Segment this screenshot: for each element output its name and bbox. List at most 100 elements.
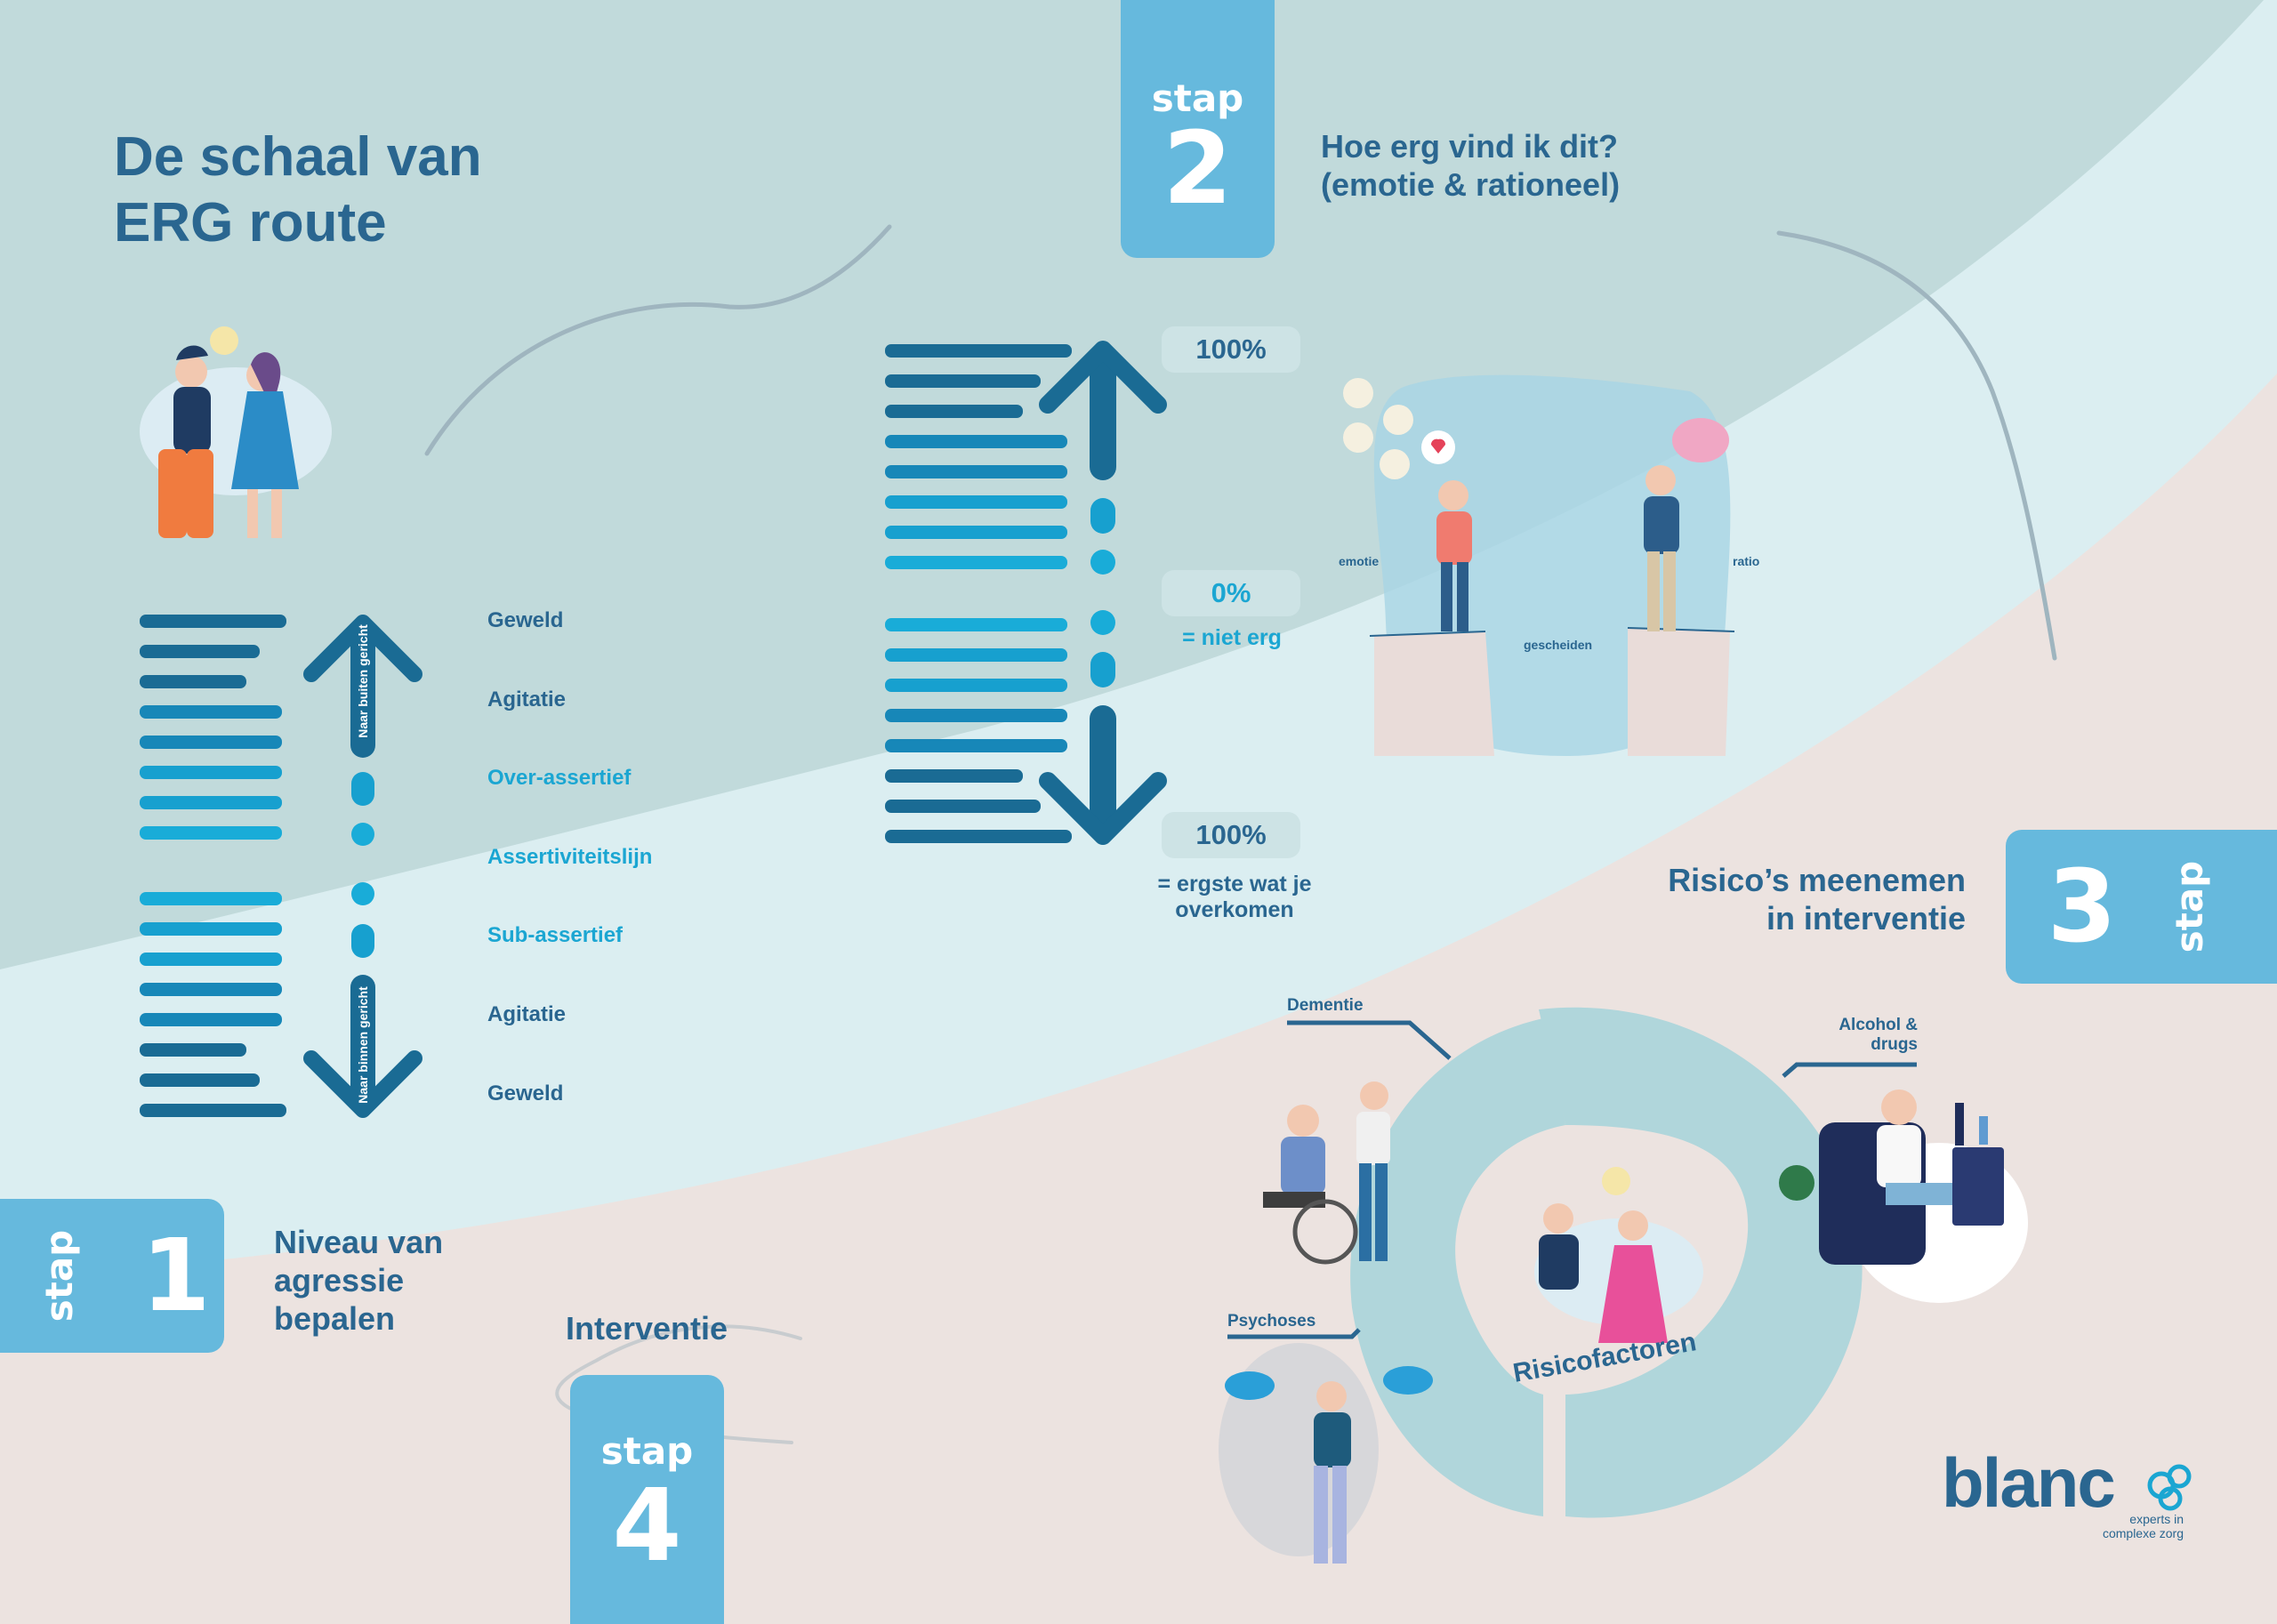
scale-bar [885, 526, 1067, 539]
stap3-box: 3 stap [2006, 830, 2277, 984]
scale2-bottom-note-line: overkomen [1175, 897, 1294, 922]
decor-scribble [424, 224, 892, 456]
logo-wordmark: blanc [1942, 1443, 2116, 1522]
stap1-caption: Niveau van agressie bepalen [274, 1223, 443, 1338]
scale-bar [885, 830, 1072, 843]
risk-factor-alcohol: Alcohol & drugs [1832, 1016, 1918, 1055]
scale2-bars [885, 344, 1072, 843]
stap3-word: stap [2167, 860, 2211, 953]
logo-flower-icon [2147, 1464, 2192, 1511]
scale-bar [140, 892, 282, 905]
scale2-middle-pill: 0% [1162, 570, 1300, 616]
scale1-label: Over-assertief [487, 766, 632, 790]
scale2-bottom-pill: 100% [1162, 812, 1300, 858]
scale2-arrow-up [1039, 341, 1167, 480]
stap1-caption-line: bepalen [274, 1300, 396, 1337]
scale2-arrow-down [1039, 705, 1167, 845]
stap3-caption: Risico’s meenemen in interventie [1574, 861, 1966, 937]
scale2-bottom-note-line: = ergste wat je [1157, 872, 1312, 896]
scale2-top-pill: 100% [1162, 326, 1300, 373]
scale-bar [885, 374, 1041, 388]
scale1-label: Agitatie [487, 687, 567, 712]
scale-bar [885, 648, 1067, 662]
scale-bar [885, 679, 1067, 692]
stap2-caption: Hoe erg vind ik dit? (emotie & rationeel… [1321, 127, 1620, 204]
scale1-arrow-down [303, 975, 422, 1118]
scale-bar [140, 1013, 282, 1026]
stap2-caption-line: (emotie & rationeel) [1321, 166, 1621, 203]
stap3-caption-line: Risico’s meenemen [1668, 862, 1966, 898]
scale-bar [140, 736, 282, 749]
arrow-up-text: Naar buiten gericht [356, 624, 370, 738]
leader-line [1227, 1328, 1361, 1339]
scale2-bottom-note: = ergste wat je overkomen [1128, 872, 1341, 923]
scale2-dot [1090, 550, 1115, 575]
scale2-middle-note: = niet erg [1182, 625, 1282, 650]
scale-bar [140, 1043, 246, 1057]
scale-bar [140, 1073, 260, 1087]
leader-line [1782, 1062, 1917, 1078]
scale1-dot [351, 772, 374, 806]
scale-bar [885, 556, 1067, 569]
scale-bar [885, 405, 1023, 418]
scale2-dot [1090, 652, 1115, 687]
title-line2: ERG route [114, 192, 387, 253]
scale-bar [140, 983, 282, 996]
psychoses-illustration [1219, 1343, 1433, 1564]
risk-center-illustration [1534, 1167, 1703, 1343]
risk-factor-alcohol-line: Alcohol & [1838, 1016, 1918, 1034]
stap2-box: stap 2 [1121, 0, 1275, 258]
scale1-dot [351, 924, 374, 958]
stap1-caption-line: agressie [274, 1262, 405, 1298]
leader-line [1287, 1020, 1452, 1060]
separated-label: gescheiden [1524, 638, 1593, 652]
scale-bar [885, 495, 1067, 509]
stap1-box: stap 1 [0, 1199, 224, 1353]
stap4-box: stap 4 [570, 1375, 724, 1624]
risk-factor-dementia: Dementie [1287, 996, 1364, 1015]
ratio-label: ratio [1733, 554, 1760, 568]
arrow-down-text: Naar binnen gericht [356, 986, 370, 1104]
logo-tagline-line: experts in [2129, 1512, 2184, 1526]
logo-tagline-line: complexe zorg [2102, 1526, 2184, 1540]
scale-bar [140, 615, 286, 628]
scale2-dot [1090, 610, 1115, 635]
scale1-label: Sub-assertief [487, 923, 624, 947]
scale-bar [885, 465, 1067, 478]
risk-factor-psychoses: Psychoses [1227, 1312, 1316, 1331]
stap1-caption-line: Niveau van [274, 1224, 444, 1260]
logo-tagline: experts in complexe zorg [2081, 1512, 2184, 1540]
scale-bar [885, 435, 1067, 448]
stap1-word: stap [37, 1229, 82, 1323]
scale1-label: Assertiviteitslijn [487, 845, 653, 869]
risk-factor-alcohol-line: drugs [1871, 1035, 1918, 1054]
title-line1: De schaal van [114, 126, 482, 188]
stap4-word: stap [600, 1428, 694, 1473]
scale-bar [885, 739, 1067, 752]
scale-bar [885, 800, 1041, 813]
stap4-caption: Interventie [566, 1310, 728, 1347]
scale-bar [140, 922, 282, 936]
scale-bar [140, 645, 260, 658]
scale1-bars [140, 615, 286, 1117]
scale1-label: Agitatie [487, 1002, 567, 1026]
emotion-ratio-illustration [1343, 374, 1735, 756]
scale2-dot [1090, 498, 1115, 534]
page-title: De schaal van ERG route [114, 125, 482, 256]
scale-bar [140, 796, 282, 809]
stap3-number: 3 [2047, 848, 2117, 965]
scale-bar [140, 705, 282, 719]
emotion-label: emotie [1339, 554, 1380, 568]
alcohol-illustration [1779, 1089, 2028, 1303]
arguing-people-illustration [140, 326, 332, 538]
scale-bar [885, 618, 1067, 631]
scale-bar [885, 344, 1072, 358]
scale-bar [140, 1104, 286, 1117]
scale1-dot [351, 882, 374, 905]
stap2-caption-line: Hoe erg vind ik dit? [1321, 128, 1619, 165]
scale-bar [140, 953, 282, 966]
bg-band-top [0, 0, 2264, 969]
dementia-illustration [1263, 1081, 1390, 1265]
stap3-caption-line: in interventie [1766, 900, 1966, 937]
